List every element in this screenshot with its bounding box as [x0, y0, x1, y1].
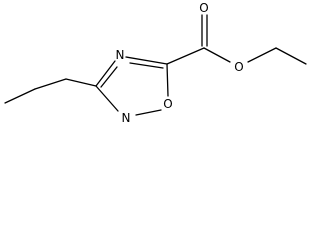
chemical-structure-diagram: N O N O O	[4, 1, 307, 125]
bond-ester-o-ch2	[247, 47, 277, 63]
bond-propyl-c1-c2	[4, 88, 36, 104]
bond-ring-n2-c3	[95, 85, 119, 112]
bond-ring-c5-o1	[166, 63, 169, 97]
atom-n2-label: N	[122, 111, 131, 125]
bond-ring-c5-n4-double	[129, 62, 164, 69]
bond-ch2-ch3	[275, 47, 307, 65]
atom-ester-o-label: O	[234, 60, 243, 74]
bond-carbonyl-c-ester-o	[203, 47, 231, 63]
bond-ring-c3-n4-double	[100, 66, 118, 88]
bond-c5-carbonyl-c	[166, 47, 205, 65]
bond-ring-c3-n4	[95, 60, 116, 87]
bond-propyl-c3-ring-c3	[65, 78, 97, 87]
atom-o1-label: O	[163, 97, 172, 111]
bond-ring-n4-c5	[125, 56, 168, 65]
atom-n4-label: N	[116, 48, 125, 62]
bond-ring-o1-n2	[135, 109, 162, 116]
atom-carbonyl-o-label: O	[199, 1, 208, 15]
bond-propyl-c2-c3	[34, 78, 67, 90]
